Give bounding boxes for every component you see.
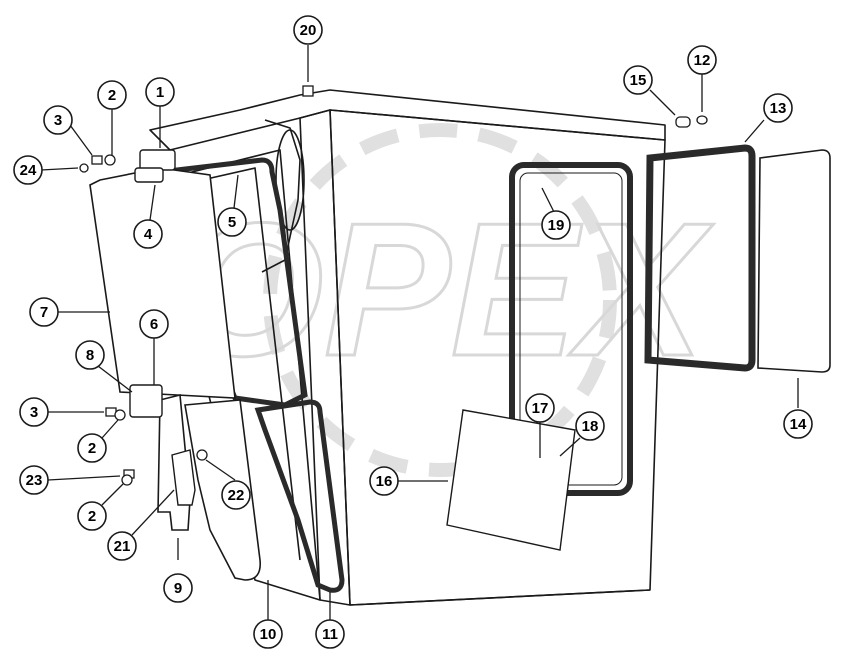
svg-text:8: 8	[86, 347, 94, 364]
svg-text:18: 18	[582, 418, 599, 435]
callout-2-lower[interactable]: 2	[77, 433, 107, 463]
leader-lines	[40, 45, 799, 620]
callout-4[interactable]: 4	[133, 219, 163, 249]
side-window-glass	[519, 172, 623, 486]
hinge-lower	[129, 384, 163, 418]
watermark-gear-icon	[263, 123, 617, 477]
side-window-seal	[509, 162, 633, 496]
svg-text:21: 21	[114, 538, 131, 555]
svg-text:3: 3	[30, 404, 38, 421]
callout-11[interactable]: 11	[315, 619, 345, 649]
callout-3-lower[interactable]: 3	[19, 397, 49, 427]
washer-2-upper	[104, 154, 116, 166]
watermark: OPEX	[175, 123, 716, 477]
callout-13[interactable]: 13	[763, 93, 793, 123]
seal-lower	[254, 399, 345, 593]
svg-text:14: 14	[790, 416, 807, 433]
callout-21[interactable]: 21	[107, 531, 137, 561]
callouts: 1 2 3 24 4 5 7 6 8 3 2 23 2 21 9 22 10 1…	[13, 15, 813, 649]
mirror-arm	[261, 119, 301, 273]
callout-2[interactable]: 2	[97, 80, 127, 110]
callout-20[interactable]: 20	[293, 15, 323, 45]
svg-text:11: 11	[322, 626, 338, 643]
callout-24[interactable]: 24	[13, 155, 43, 185]
cap-12	[696, 115, 708, 125]
rear-window-glass	[757, 149, 831, 373]
nut-24	[79, 163, 89, 173]
callout-6[interactable]: 6	[139, 309, 169, 339]
callout-12[interactable]: 12	[687, 45, 717, 75]
svg-text:12: 12	[694, 52, 711, 69]
callout-14[interactable]: 14	[783, 409, 813, 439]
washer-2-lower	[114, 409, 126, 421]
callout-15[interactable]: 15	[623, 65, 653, 95]
callout-23[interactable]: 23	[19, 465, 49, 495]
bolt-3-upper	[91, 155, 103, 165]
nut-22	[196, 449, 208, 461]
side-panel	[446, 409, 576, 551]
callout-3[interactable]: 3	[43, 105, 73, 135]
watermark-text: OPEX	[176, 184, 714, 396]
callout-2-bottom[interactable]: 2	[77, 501, 107, 531]
svg-text:15: 15	[630, 72, 647, 89]
callout-9[interactable]: 9	[163, 573, 193, 603]
callout-10[interactable]: 10	[253, 619, 283, 649]
svg-text:23: 23	[26, 472, 43, 489]
hinges	[129, 149, 196, 506]
svg-text:9: 9	[174, 580, 182, 597]
door-glass	[89, 167, 236, 399]
svg-text:1: 1	[156, 84, 164, 101]
hinge-bracket	[171, 449, 196, 506]
svg-text:2: 2	[88, 440, 96, 457]
svg-text:2: 2	[108, 87, 116, 104]
svg-text:24: 24	[20, 162, 37, 179]
svg-text:22: 22	[228, 487, 245, 504]
callout-7[interactable]: 7	[29, 297, 59, 327]
svg-text:17: 17	[532, 400, 549, 417]
svg-text:7: 7	[40, 304, 48, 321]
plug-20	[302, 85, 314, 97]
callout-19[interactable]: 19	[541, 210, 571, 240]
svg-text:20: 20	[300, 22, 317, 39]
callout-5[interactable]: 5	[217, 207, 247, 237]
hinge-upper-plate	[134, 167, 164, 183]
hinge-upper	[139, 149, 176, 171]
callout-17[interactable]: 17	[525, 393, 555, 423]
svg-text:19: 19	[548, 217, 565, 234]
washer-2-bottom	[121, 474, 133, 486]
callout-16[interactable]: 16	[369, 466, 399, 496]
svg-text:16: 16	[376, 473, 393, 490]
cap-15	[675, 116, 691, 128]
rear-window-seal	[644, 144, 756, 372]
callout-1[interactable]: 1	[145, 77, 175, 107]
svg-text:10: 10	[260, 626, 277, 643]
svg-text:3: 3	[54, 112, 62, 129]
callout-8[interactable]: 8	[75, 340, 105, 370]
callout-18[interactable]: 18	[575, 411, 605, 441]
svg-text:2: 2	[88, 508, 96, 525]
svg-text:4: 4	[144, 226, 153, 243]
svg-text:6: 6	[150, 316, 158, 333]
cab-lower-frame	[349, 589, 651, 606]
svg-text:13: 13	[770, 100, 787, 117]
svg-text:5: 5	[228, 214, 236, 231]
callout-22[interactable]: 22	[221, 480, 251, 510]
cab-roof	[149, 89, 666, 151]
